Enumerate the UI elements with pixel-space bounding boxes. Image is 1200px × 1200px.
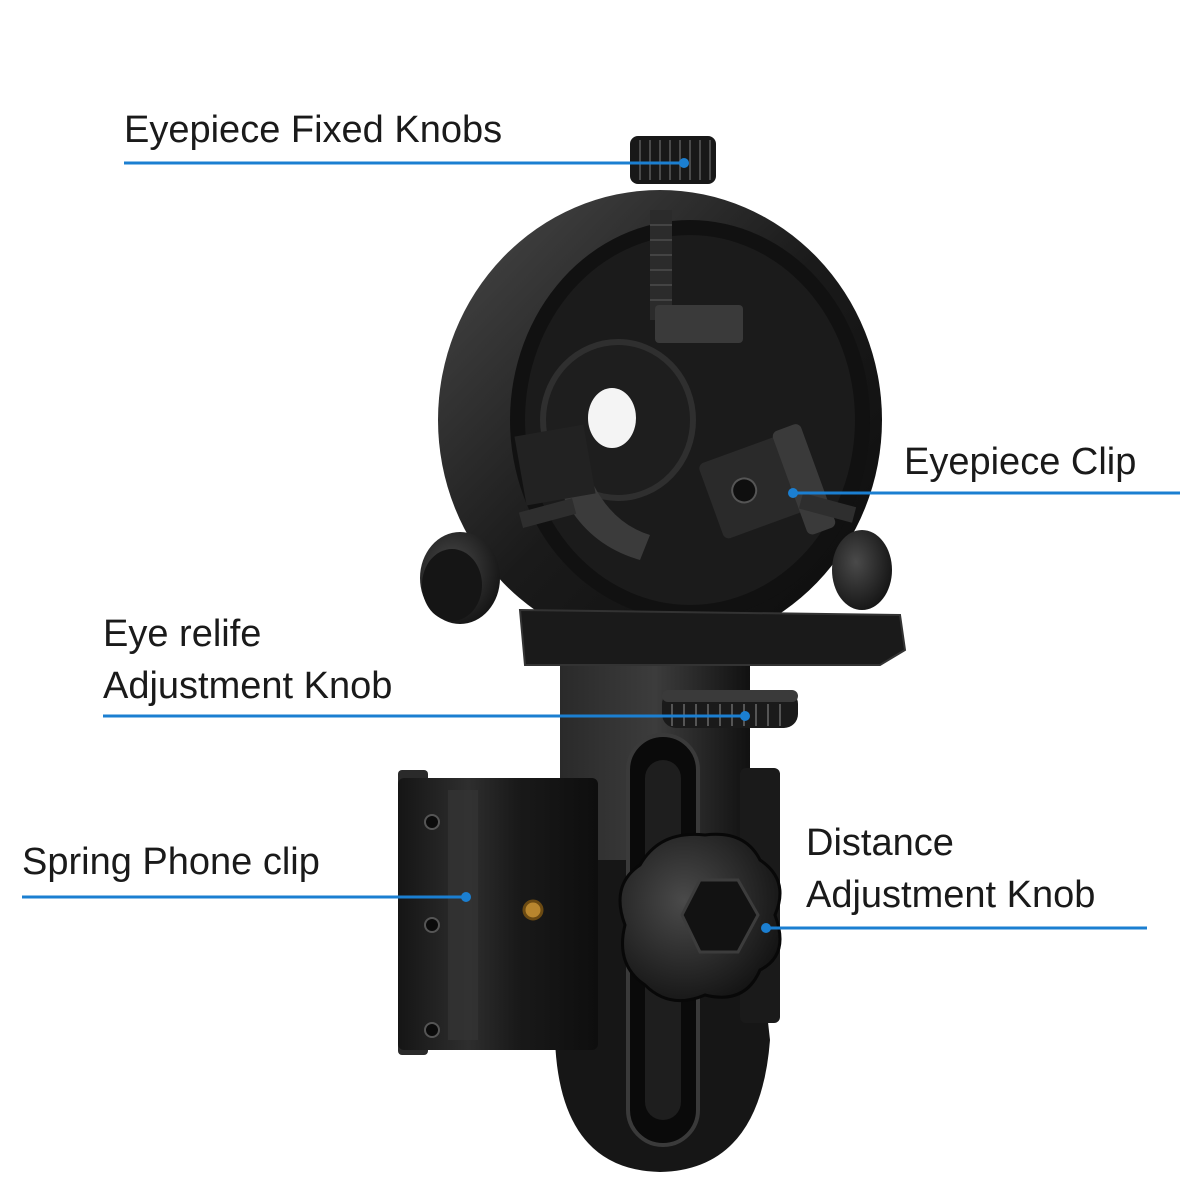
eyepiece-fixed-knob: [630, 136, 716, 184]
label-spring-phone-clip: Spring Phone clip: [22, 836, 320, 888]
label-spring-phone-clip-text: Spring Phone clip: [22, 841, 320, 883]
ring-base-bracket: [518, 608, 907, 666]
eyepiece-ring: [438, 190, 882, 650]
leader-dots: [461, 158, 798, 933]
eye-relief-knob: [662, 690, 798, 728]
left-side-knob: [420, 532, 500, 624]
brass-insert: [522, 899, 544, 921]
distance-adjustment-knob: [618, 832, 782, 1003]
right-side-knob: [832, 530, 892, 610]
label-eyepiece-fixed-knobs: Eyepiece Fixed Knobs: [124, 104, 502, 156]
label-eyepiece-clip: Eyepiece Clip: [904, 436, 1136, 488]
label-distance-adjustment-knob: Distance Adjustment Knob: [806, 817, 1095, 921]
label-eye-relief-line1: Eye relife: [103, 613, 262, 655]
leader-lines: [22, 161, 1180, 930]
label-eye-relief-knob: Eye relife Adjustment Knob: [103, 608, 392, 712]
label-eyepiece-fixed-knobs-text: Eyepiece Fixed Knobs: [124, 109, 503, 151]
label-distance-line1: Distance: [806, 822, 954, 864]
label-distance-line2: Adjustment Knob: [806, 874, 1096, 916]
label-eye-relief-line2: Adjustment Knob: [103, 665, 393, 707]
label-eyepiece-clip-text: Eyepiece Clip: [904, 441, 1137, 483]
spring-phone-clip: [398, 770, 598, 1055]
